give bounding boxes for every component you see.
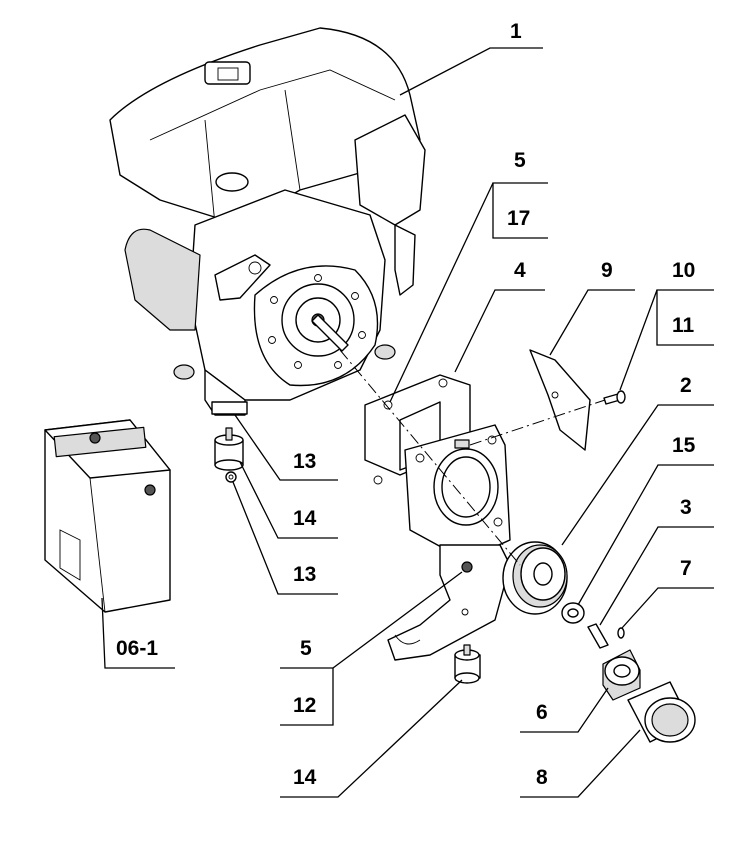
cover-plate-part: [529, 349, 591, 451]
callout-12: 12: [293, 694, 316, 717]
pin-part: [617, 627, 625, 639]
gear-part: [602, 649, 641, 701]
pulley-part: [502, 541, 568, 615]
washer-part: [561, 602, 585, 624]
callout-4: 4: [514, 259, 526, 282]
assembly-axis-line: [339, 349, 521, 566]
callout-2: 2: [680, 374, 692, 397]
engine-part: [109, 27, 426, 416]
callout-7: 7: [680, 557, 692, 580]
screw-axis-line: [469, 399, 606, 446]
adapter-housing-part: [364, 374, 511, 561]
callout-10: 10: [672, 259, 695, 282]
callout-14-lower: 14: [293, 766, 317, 789]
sleeve-part: [627, 681, 696, 743]
key-part: [587, 623, 609, 649]
callout-11: 11: [672, 314, 695, 337]
callout-5-top: 5: [514, 149, 526, 172]
rubber-mount-lower-part: [454, 644, 481, 684]
callout-13-upper: 13: [293, 450, 316, 473]
callout-17: 17: [507, 207, 530, 230]
callout-9: 9: [601, 259, 613, 282]
screw-part: [603, 390, 626, 405]
callout-06-1: 06-1: [116, 637, 158, 660]
callout-13-lower: 13: [293, 563, 316, 586]
support-bracket-part: [387, 544, 511, 661]
callout-14-upper: 14: [293, 507, 317, 530]
callout-3: 3: [680, 496, 692, 519]
rubber-mount-upper-part: [214, 427, 244, 483]
callout-8: 8: [536, 766, 548, 789]
callout-1: 1: [510, 20, 522, 43]
callout-15: 15: [672, 434, 696, 457]
battery-part: [44, 419, 171, 613]
callout-5-bottom: 5: [300, 637, 312, 660]
leader-lines: [101, 47, 714, 798]
callout-6: 6: [536, 701, 548, 724]
